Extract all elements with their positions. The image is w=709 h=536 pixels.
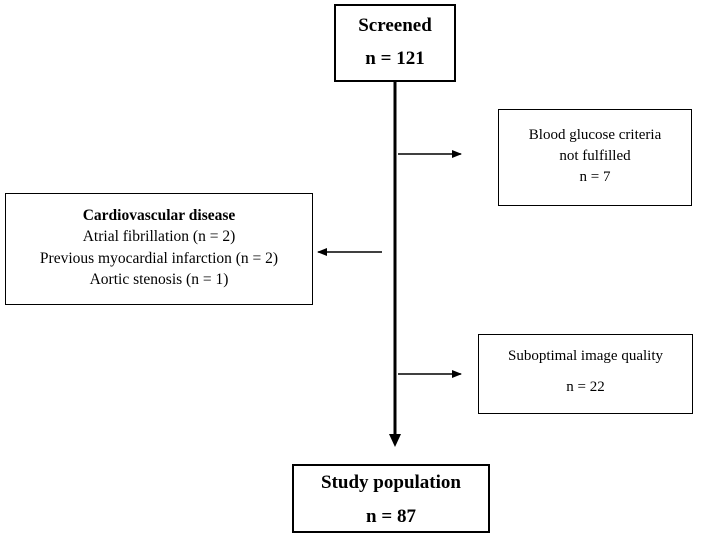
cardiovascular-item-atrial-fibrillation: Atrial fibrillation (n = 2): [82, 228, 236, 246]
glucose-exclusion-box: Blood glucose criteria not fulfilled n =…: [498, 109, 692, 206]
study-population-count: n = 87: [366, 505, 416, 527]
study-population-box: Study population n = 87: [292, 464, 490, 533]
image-quality-title: Suboptimal image quality: [508, 348, 663, 364]
cardiovascular-item-aortic-stenosis: Aortic stenosis (n = 1): [89, 271, 229, 289]
screened-count: n = 121: [365, 47, 425, 69]
image-quality-exclusion-box: Suboptimal image quality n = 22: [478, 334, 693, 414]
cardiovascular-item-myocardial-infarction: Previous myocardial infarction (n = 2): [39, 249, 279, 267]
cardiovascular-title: Cardiovascular disease: [82, 207, 236, 224]
screened-box: Screened n = 121: [334, 4, 456, 82]
study-population-title: Study population: [321, 472, 461, 493]
main-flow-arrowhead: [389, 434, 401, 447]
glucose-line-1: Blood glucose criteria: [528, 127, 662, 143]
glucose-count: n = 7: [579, 169, 611, 185]
glucose-line-2: not fulfilled: [559, 148, 631, 164]
cardiovascular-exclusion-box: Cardiovascular disease Atrial fibrillati…: [5, 193, 313, 305]
image-quality-count: n = 22: [566, 378, 605, 395]
screened-title: Screened: [358, 15, 432, 36]
